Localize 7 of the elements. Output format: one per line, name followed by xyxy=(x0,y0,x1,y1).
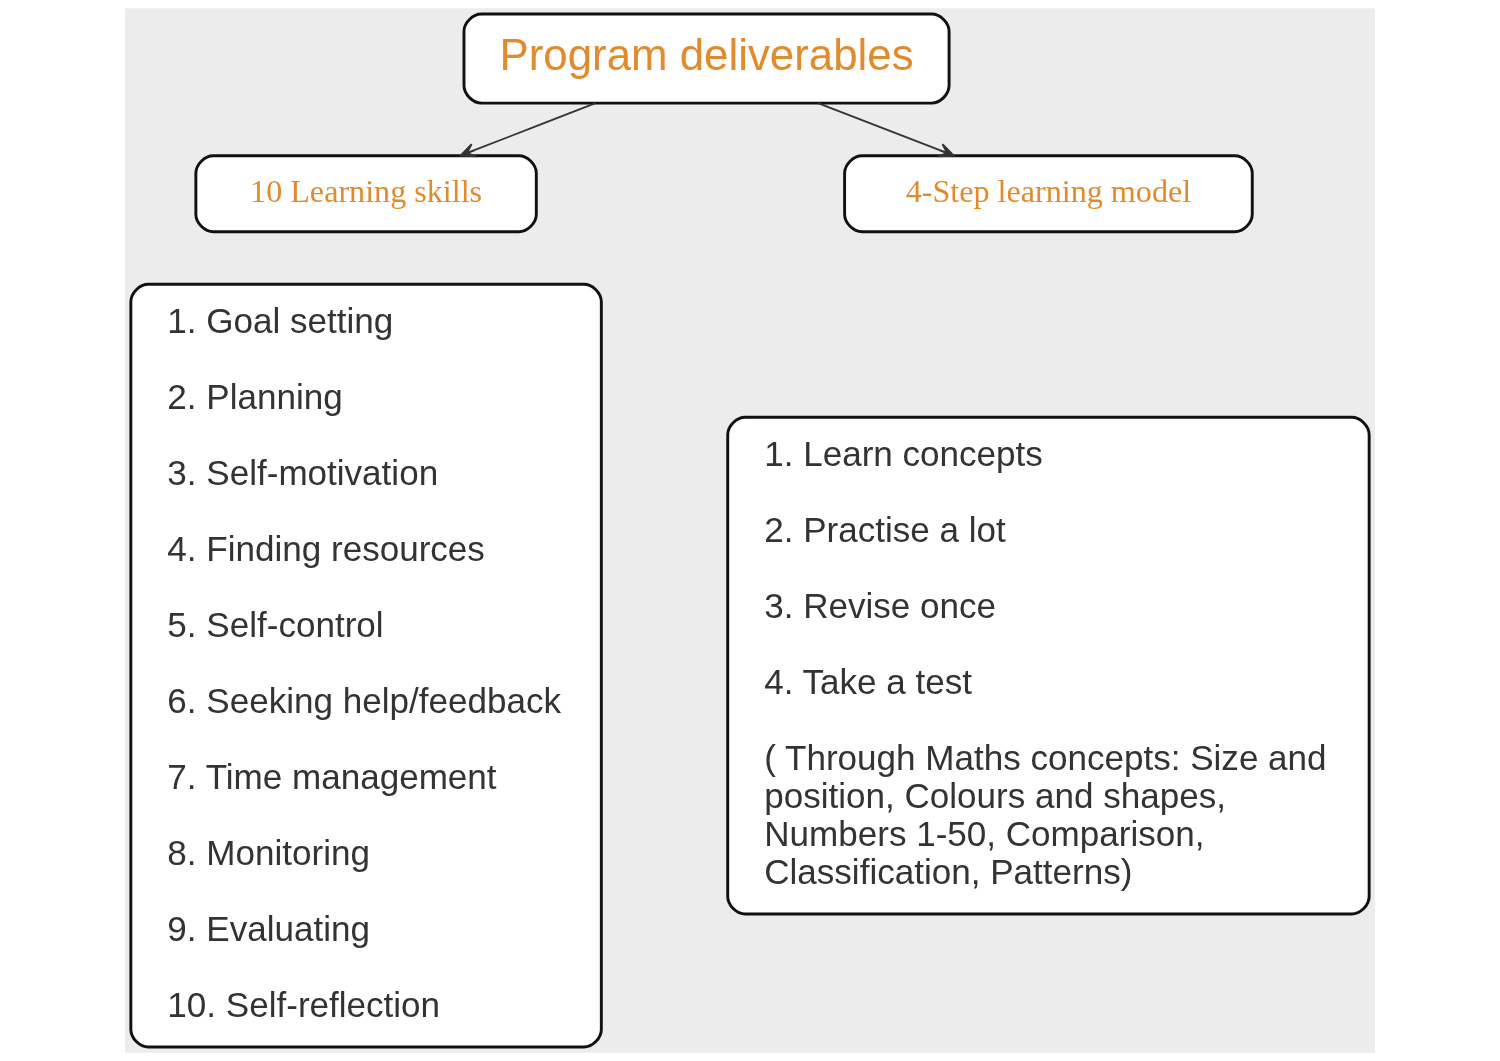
node-box: Program deliverables xyxy=(462,12,951,105)
arrow xyxy=(817,102,955,158)
node-box: 1. Learn concepts 2. Practise a lot 3. Revise once 4. Take a test ( Through Maths concepts: Size and position, Colours and shapes, Numbers 1-50, Comparison, Classification, Patterns) xyxy=(726,415,1371,916)
node-box: 1. Goal setting 2. Planning 3. Self-motivation 4. Finding resources 5. Self-control 6. Seeking help/feedback 7. Time management 8. Monitoring 9. Evaluating 10. Self-reflection xyxy=(129,282,603,1049)
arrow xyxy=(459,102,597,158)
node-box: 4-Step learning model xyxy=(843,154,1254,234)
node-box: 10 Learning skills xyxy=(194,154,538,234)
